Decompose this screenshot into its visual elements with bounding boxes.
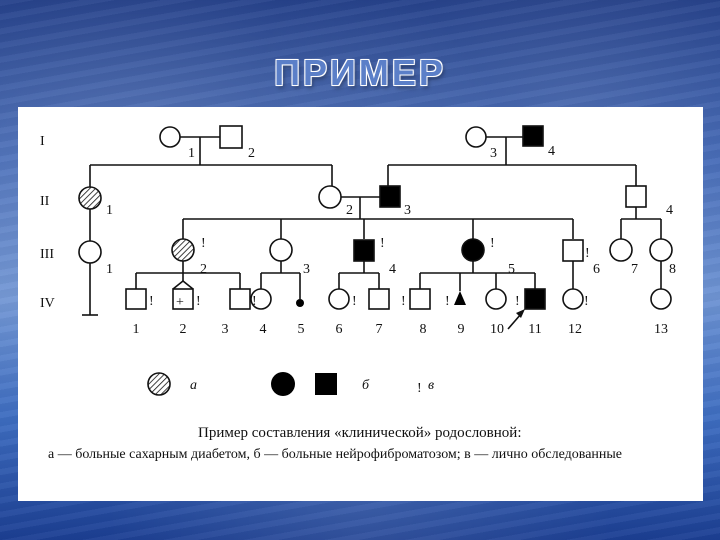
caption-body: а — больные сахарным диабетом, б — больн… bbox=[48, 447, 623, 462]
num-III-8: 8 bbox=[669, 262, 676, 277]
individual-III-7 bbox=[609, 238, 633, 262]
num-IV-9: 9 bbox=[458, 322, 465, 337]
examined-mark-IV-6: ! bbox=[352, 294, 357, 309]
num-II-3: 3 bbox=[404, 203, 411, 218]
gen-label-3: III bbox=[40, 247, 54, 262]
num-I-2: 2 bbox=[248, 146, 255, 161]
individual-IV-13 bbox=[650, 288, 672, 310]
num-III-7: 7 bbox=[631, 262, 638, 277]
num-IV-5: 5 bbox=[298, 322, 305, 337]
num-IV-2: 2 bbox=[180, 322, 187, 337]
num-II-2: 2 bbox=[346, 203, 353, 218]
num-IV-11: 11 bbox=[528, 322, 541, 337]
num-IV-10: 10 bbox=[490, 322, 504, 337]
examined-mark-III-5: ! bbox=[490, 236, 495, 251]
num-IV-12: 12 bbox=[568, 322, 582, 337]
individual-III-3 bbox=[269, 238, 293, 262]
legend-nf-female-icon bbox=[271, 372, 295, 396]
examined-mark-III-2: ! bbox=[201, 236, 206, 251]
individual-I-1 bbox=[159, 126, 181, 148]
individual-IV-9 bbox=[454, 291, 466, 305]
num-I-3: 3 bbox=[490, 146, 497, 161]
individual-III-2 bbox=[171, 238, 195, 262]
legend: а б ! в bbox=[147, 372, 434, 396]
num-I-1: 1 bbox=[188, 146, 195, 161]
examined-mark-IV-10: ! bbox=[515, 294, 520, 309]
num-IV-8: 8 bbox=[420, 322, 427, 337]
num-II-4: 4 bbox=[666, 203, 673, 218]
examined-marks: ! ! ! ! ! ! ! ! ! ! ! ! bbox=[149, 236, 590, 309]
plus-mark: + bbox=[176, 295, 184, 310]
individual-III-4 bbox=[353, 239, 375, 262]
legend-label-v: в bbox=[428, 378, 434, 393]
examined-mark-IV-3: ! bbox=[252, 294, 257, 309]
num-IV-13: 13 bbox=[654, 322, 668, 337]
individual-IV-3 bbox=[229, 288, 251, 310]
individual-IV-8 bbox=[409, 288, 431, 310]
num-II-1: 1 bbox=[106, 203, 113, 218]
slide-title: ПРИМЕР bbox=[274, 52, 446, 93]
individual-IV-11 bbox=[524, 288, 546, 310]
pedigree-lines bbox=[82, 136, 662, 330]
num-III-2: 2 bbox=[200, 262, 207, 277]
individual-I-3 bbox=[465, 126, 487, 148]
individual-IV-12 bbox=[562, 288, 584, 310]
examined-mark-IV-12: ! bbox=[584, 294, 589, 309]
num-IV-3: 3 bbox=[222, 322, 229, 337]
individual-IV-2 bbox=[172, 288, 194, 310]
num-IV-4: 4 bbox=[260, 322, 267, 337]
individual-III-5 bbox=[461, 238, 485, 262]
num-III-3: 3 bbox=[303, 262, 310, 277]
legend-label-a: а bbox=[190, 378, 197, 393]
legend-diabetes-icon bbox=[147, 372, 171, 396]
pedigree-chart: I II III IV bbox=[40, 125, 676, 396]
num-I-4: 4 bbox=[548, 144, 555, 159]
individual-IV-10 bbox=[485, 288, 507, 310]
pedigree-panel: I II III IV bbox=[18, 107, 703, 501]
individual-I-4 bbox=[522, 125, 544, 147]
individual-IV-6 bbox=[328, 288, 350, 310]
legend-nf-male-icon bbox=[315, 373, 337, 395]
individual-IV-4 bbox=[250, 288, 272, 310]
gen-label-1: I bbox=[40, 134, 45, 149]
num-III-4: 4 bbox=[389, 262, 396, 277]
caption-title: Пример составления «клинической» родосло… bbox=[198, 425, 522, 441]
individual-IV-5 bbox=[296, 299, 304, 307]
gen-label-2: II bbox=[40, 194, 50, 209]
legend-label-b: б bbox=[362, 378, 370, 393]
num-III-1: 1 bbox=[106, 262, 113, 277]
individual-IV-7 bbox=[368, 288, 390, 310]
proband-arrow-icon bbox=[516, 309, 525, 318]
num-IV-7: 7 bbox=[376, 322, 383, 337]
individual-III-8 bbox=[649, 238, 673, 262]
legend-examined-mark: ! bbox=[417, 381, 422, 396]
examined-mark-IV-7: ! bbox=[401, 294, 406, 309]
individual-III-1 bbox=[78, 240, 102, 264]
examined-mark-III-4: ! bbox=[380, 236, 385, 251]
examined-mark-III-6: ! bbox=[585, 246, 590, 261]
num-III-6: 6 bbox=[593, 262, 600, 277]
num-IV-6: 6 bbox=[336, 322, 343, 337]
individual-IV-1 bbox=[125, 288, 147, 310]
examined-mark-IV-1: ! bbox=[149, 294, 154, 309]
individual-II-1 bbox=[78, 186, 102, 210]
examined-mark-IV-8: ! bbox=[445, 294, 450, 309]
individual-II-2 bbox=[318, 185, 342, 209]
num-IV-1: 1 bbox=[133, 322, 140, 337]
gen-label-4: IV bbox=[40, 296, 55, 311]
individual-I-2 bbox=[219, 125, 243, 149]
examined-mark-IV-2: ! bbox=[196, 294, 201, 309]
individual-II-4 bbox=[625, 185, 647, 208]
individual-II-3 bbox=[379, 185, 401, 208]
num-III-5: 5 bbox=[508, 262, 515, 277]
individual-III-6 bbox=[562, 239, 584, 262]
